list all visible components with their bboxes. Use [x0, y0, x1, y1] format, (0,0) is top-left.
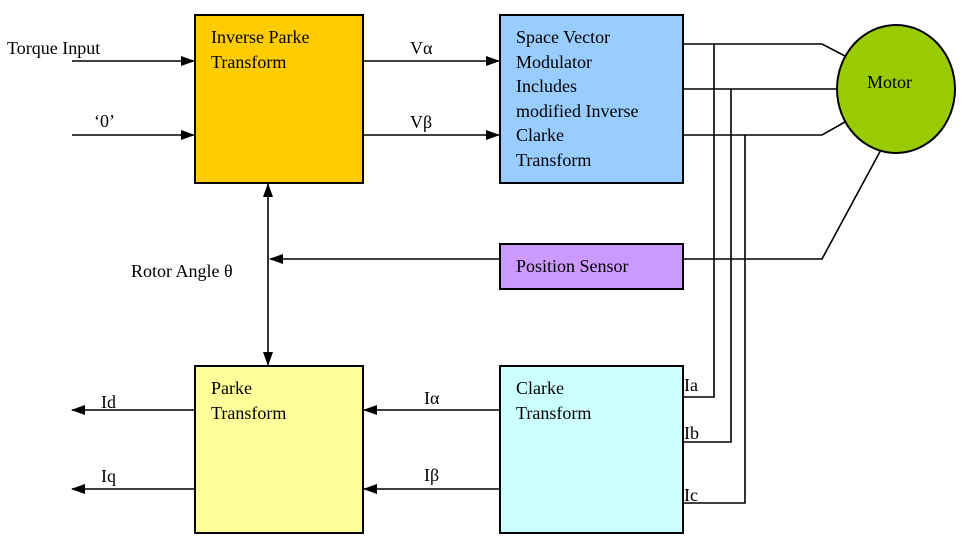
ic-feedback-line	[684, 135, 746, 504]
ia-label: Ia	[684, 375, 698, 395]
phase-c-line	[684, 121, 846, 136]
parke-label: Parke Transform	[211, 378, 287, 423]
v-beta-label: Vβ	[410, 112, 433, 132]
position-sensor-block: Position Sensor	[499, 243, 684, 290]
torque-input-label: Torque Input	[7, 38, 101, 58]
ic-label: Ic	[684, 485, 698, 505]
inverse-parke-transform-block: Inverse Parke Transform	[194, 14, 364, 184]
v-alpha-label: Vα	[410, 38, 433, 58]
clarke-label: Clarke Transform	[516, 378, 592, 423]
ib-label: Ib	[684, 423, 699, 443]
svm-label: Space Vector Modulator Includes modified…	[516, 27, 639, 170]
position-sensor-label: Position Sensor	[516, 256, 629, 276]
rotor-angle-label: Rotor Angle θ	[131, 261, 233, 281]
inverse-parke-label: Inverse Parke Transform	[211, 27, 310, 72]
sensor-line	[684, 121, 897, 260]
ib-feedback-line	[684, 89, 732, 443]
motor-label: Motor	[867, 72, 912, 92]
zero-input-label: ‘0’	[94, 111, 115, 131]
clarke-transform-block: Clarke Transform	[499, 365, 684, 534]
ia-feedback-line	[684, 44, 715, 398]
i-beta-label: Iβ	[424, 465, 440, 485]
motor-circle: Motor	[836, 24, 956, 154]
i-alpha-label: Iα	[424, 388, 440, 408]
iq-label: Iq	[101, 466, 116, 486]
phase-a-line	[684, 43, 846, 57]
id-label: Id	[101, 392, 116, 412]
space-vector-modulator-block: Space Vector Modulator Includes modified…	[499, 14, 684, 184]
parke-transform-block: Parke Transform	[194, 365, 364, 534]
